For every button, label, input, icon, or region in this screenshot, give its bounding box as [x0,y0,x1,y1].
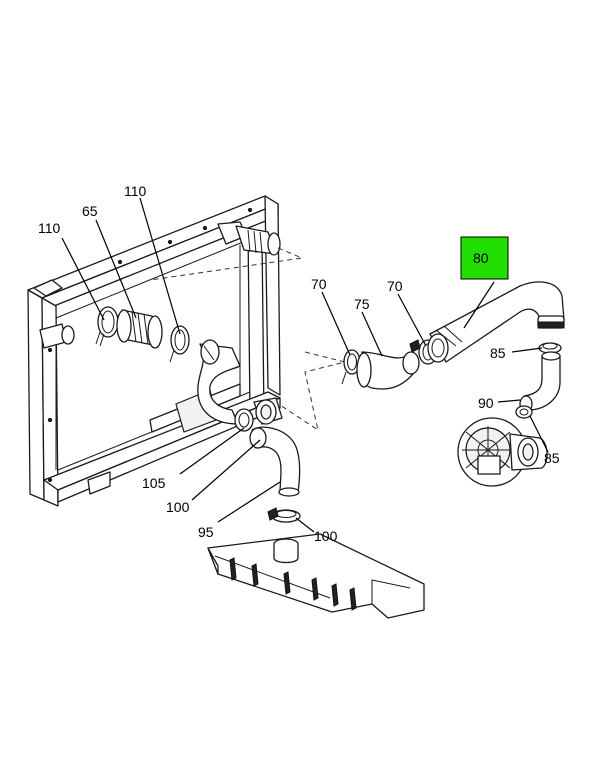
callout-105[interactable]: 105 [142,475,166,491]
callout-110-left[interactable]: 110 [38,220,61,236]
callout-100-right[interactable]: 100 [314,528,338,544]
charge-air-pipe-80 [427,281,565,363]
intake-manifold [207,533,425,619]
callout-70-left[interactable]: 70 [311,276,327,292]
clamp-100-lower [267,507,301,523]
hose-90 [519,351,561,413]
alignment-line-upper [149,247,304,281]
callout-95[interactable]: 95 [198,524,214,540]
callout-70-right[interactable]: 70 [387,278,403,294]
elbow-hose-75 [356,351,420,390]
callout-85-lower[interactable]: 85 [544,450,560,466]
callout-100-left[interactable]: 100 [166,499,190,515]
clamp-110-right [169,325,190,363]
callout-85-upper[interactable]: 85 [490,345,506,361]
callout-labels: 110 65 110 70 75 70 80 85 90 85 105 100 … [38,183,560,544]
clamp-85-lower [515,405,533,419]
callout-75[interactable]: 75 [354,296,370,312]
upper-inlet-elbow [217,221,281,256]
hose-95 [249,426,301,497]
highlight-box-80 [460,236,509,280]
coupler-sleeve-65 [116,309,163,349]
callout-65[interactable]: 65 [82,203,98,219]
clamp-105 [234,408,254,432]
turbocharger [457,417,548,487]
clamp-70-left [341,349,361,385]
callout-110-right[interactable]: 110 [124,183,147,199]
callout-90[interactable]: 90 [478,395,494,411]
outlet-connector [253,397,283,425]
lower-elbow-pipe [197,339,241,425]
clamp-110-left [95,306,119,347]
leader-lines [61,197,549,533]
alignment-line-right [279,351,346,432]
callout-80[interactable]: 80 [473,250,489,266]
